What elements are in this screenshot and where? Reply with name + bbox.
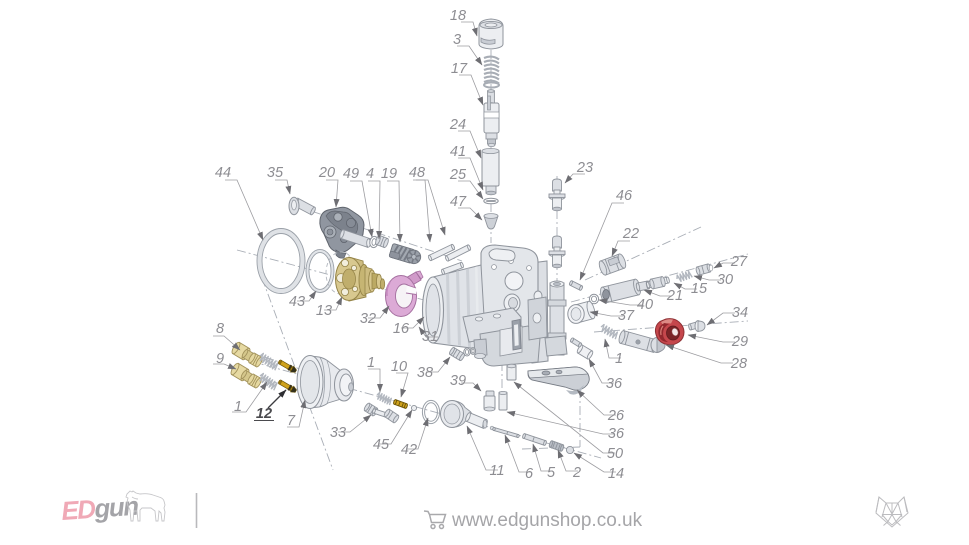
svg-text:47: 47: [450, 194, 467, 210]
svg-text:50: 50: [607, 446, 623, 462]
svg-text:19: 19: [381, 166, 397, 182]
svg-text:36: 36: [608, 426, 625, 442]
svg-text:2: 2: [572, 465, 581, 481]
svg-text:11: 11: [489, 463, 504, 479]
svg-text:5: 5: [547, 465, 556, 481]
svg-text:22: 22: [622, 226, 639, 242]
svg-text:1: 1: [615, 351, 623, 367]
svg-text:1: 1: [367, 355, 375, 371]
svg-text:29: 29: [731, 334, 748, 350]
svg-text:25: 25: [449, 167, 467, 183]
svg-text:32: 32: [360, 311, 376, 327]
svg-text:26: 26: [607, 408, 625, 424]
svg-text:24: 24: [449, 117, 466, 133]
svg-text:37: 37: [618, 308, 635, 324]
svg-text:www.edgunshop.co.uk: www.edgunshop.co.uk: [451, 510, 643, 531]
svg-text:36: 36: [606, 376, 623, 392]
svg-text:3: 3: [453, 32, 461, 48]
svg-text:34: 34: [732, 305, 748, 321]
svg-text:23: 23: [576, 160, 593, 176]
svg-text:45: 45: [373, 437, 390, 453]
svg-text:21: 21: [666, 288, 683, 304]
svg-text:35: 35: [267, 165, 284, 181]
svg-text:42: 42: [401, 442, 417, 458]
svg-text:43: 43: [289, 294, 305, 310]
svg-text:14: 14: [608, 466, 624, 482]
svg-text:17: 17: [451, 61, 468, 77]
svg-text:39: 39: [450, 373, 466, 389]
svg-text:49: 49: [343, 166, 359, 182]
svg-text:28: 28: [730, 356, 747, 372]
svg-text:41: 41: [450, 144, 466, 160]
svg-text:33: 33: [330, 425, 346, 441]
svg-text:46: 46: [616, 188, 633, 204]
svg-text:20: 20: [318, 165, 335, 181]
svg-text:10: 10: [391, 359, 407, 375]
svg-text:4: 4: [366, 166, 374, 182]
svg-text:38: 38: [417, 365, 433, 381]
svg-text:40: 40: [637, 297, 653, 313]
svg-text:1: 1: [234, 399, 242, 415]
svg-text:8: 8: [216, 321, 224, 337]
svg-text:13: 13: [316, 303, 332, 319]
svg-text:7: 7: [287, 413, 296, 429]
svg-text:18: 18: [450, 8, 466, 24]
svg-text:27: 27: [730, 254, 748, 270]
svg-text:16: 16: [393, 321, 410, 337]
svg-text:15: 15: [691, 281, 708, 297]
svg-text:31: 31: [422, 329, 438, 345]
svg-text:EDgun: EDgun: [60, 491, 139, 526]
svg-text:48: 48: [409, 165, 425, 181]
svg-text:30: 30: [717, 272, 733, 288]
svg-text:6: 6: [525, 466, 534, 482]
svg-text:9: 9: [216, 351, 224, 367]
svg-text:12: 12: [256, 406, 272, 422]
svg-text:44: 44: [215, 165, 231, 181]
